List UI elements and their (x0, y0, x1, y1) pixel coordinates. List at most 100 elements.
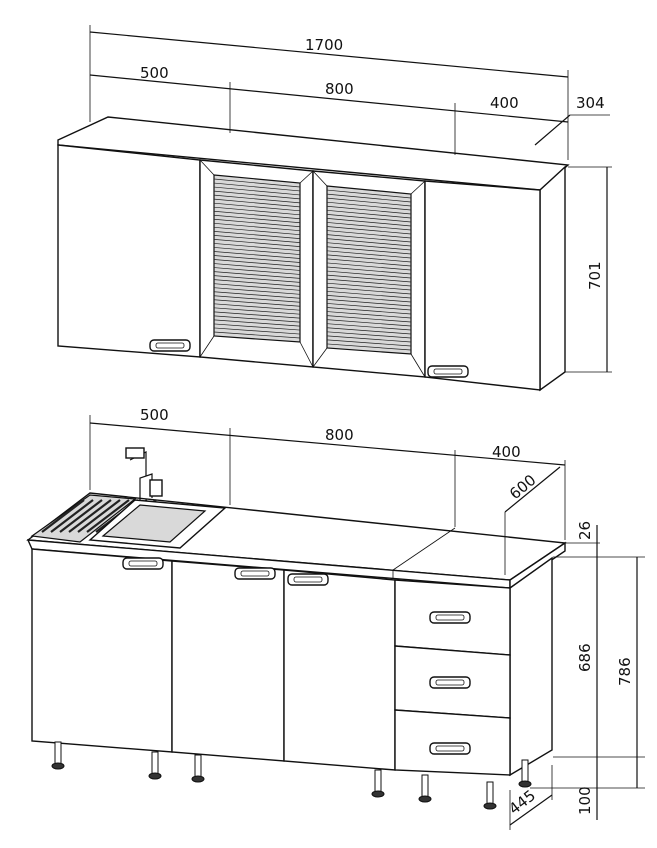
glass-rib-line (213, 263, 301, 271)
glass-rib-line (213, 198, 301, 208)
glass-rib-line (213, 186, 301, 196)
glass-rib-line (213, 210, 301, 220)
cabinet-leg-foot (191, 775, 205, 783)
drain-rib (50, 499, 94, 533)
glass-rib-line (326, 242, 412, 251)
wall-cabinets (57, 116, 570, 392)
dim-leg-height: 100 (576, 786, 594, 815)
cabinet-leg (374, 769, 382, 793)
dim-wall-right-width: 400 (490, 94, 519, 112)
cabinet-leg-foot (483, 802, 497, 810)
glass-rib-line (326, 222, 412, 231)
dim-total-height: 786 (616, 657, 634, 686)
cabinet-leg-foot (418, 795, 432, 803)
glass-rib-line (326, 290, 412, 299)
glass-rib-line (213, 295, 301, 303)
glass-rib-line (213, 202, 301, 212)
wall-cabinet-side (539, 165, 566, 392)
glass-rib-line (213, 291, 301, 299)
dim-base-right-width: 400 (492, 443, 521, 461)
glass-ribbing (213, 178, 412, 351)
wall-door-right (424, 180, 541, 391)
cabinet-leg-foot (148, 772, 162, 780)
dim-wall-left-width: 500 (140, 64, 169, 82)
base-door-sink (31, 548, 173, 753)
cabinet-leg-foot (51, 762, 65, 770)
glass-rib-line (213, 247, 301, 255)
glass-rib-line (326, 274, 412, 283)
base-door-center-left (171, 560, 285, 762)
glass-rib-line (326, 286, 412, 295)
glass-rib-line (326, 250, 412, 259)
glass-rib-line (213, 331, 301, 339)
glass-rib-line (213, 206, 301, 216)
glass-rib-line (213, 323, 301, 331)
cabinet-leg (521, 759, 529, 783)
dim-countertop-thickness: 26 (576, 521, 594, 540)
glass-rib-line (213, 235, 301, 243)
faucet-icon (125, 447, 163, 500)
glass-rib-line (213, 267, 301, 275)
glass-rib-line (326, 189, 412, 199)
glass-rib-line (326, 299, 412, 307)
glass-rib-line (326, 218, 412, 227)
glass-rib-line (213, 287, 301, 295)
dim-wall-height: 701 (586, 261, 604, 290)
glass-rib-line (326, 315, 412, 323)
drain-rib (59, 499, 103, 533)
dim-leg-depth: 445 (505, 786, 539, 818)
glass-rib-line (326, 323, 412, 331)
glass-rib-line (326, 209, 412, 219)
glass-rib-line (326, 230, 412, 239)
glass-rib-line (213, 251, 301, 259)
glass-rib-line (326, 246, 412, 255)
glass-rib-line (213, 231, 301, 239)
glass-rib-line (326, 193, 412, 203)
glass-rib-line (213, 214, 301, 224)
glass-rib-line (326, 258, 412, 267)
glass-rib-line (326, 234, 412, 243)
glass-rib-line (213, 222, 301, 232)
glass-rib-line (213, 283, 301, 291)
glass-rib-line (326, 331, 412, 339)
base-side-panel (509, 556, 553, 777)
glass-rib-line (213, 243, 301, 251)
glass-rib-line (326, 201, 412, 211)
drain-rib (77, 499, 121, 533)
glass-rib-line (213, 259, 301, 267)
dim-base-center-width: 800 (325, 426, 354, 444)
glass-rib-line (213, 255, 301, 263)
glass-rib-line (326, 238, 412, 247)
sink-drainboard (30, 494, 137, 543)
cabinet-leg (486, 781, 494, 805)
glass-rib-line (213, 226, 301, 236)
wall-door-left (57, 144, 201, 358)
glass-rib-line (213, 271, 301, 279)
glass-rib-line (213, 178, 301, 188)
glass-rib-line (326, 270, 412, 279)
glass-rib-line (326, 254, 412, 263)
glass-rib-line (326, 282, 412, 291)
glass-rib-line (326, 303, 412, 311)
cabinet-leg (151, 751, 159, 775)
base-door-center-right (283, 569, 396, 771)
glass-rib-line (213, 307, 301, 315)
glass-rib-line (326, 319, 412, 327)
base-handles (122, 557, 471, 755)
glass-rib-line (326, 197, 412, 207)
cabinet-leg (54, 741, 62, 765)
drain-rib (86, 499, 130, 533)
cabinet-leg-foot (371, 790, 385, 798)
countertop-side (509, 541, 566, 590)
drain-rib (41, 499, 85, 533)
wall-dimensions: 1700 500 800 400 304 701 (89, 25, 612, 373)
glass-rib-line (326, 307, 412, 315)
sink-bowl (101, 504, 207, 543)
dim-wall-total-width: 1700 (305, 36, 343, 54)
dim-wall-depth: 304 (576, 94, 605, 112)
glass-rib-line (326, 226, 412, 235)
drain-rib (68, 499, 112, 533)
glass-rib-line (213, 279, 301, 287)
